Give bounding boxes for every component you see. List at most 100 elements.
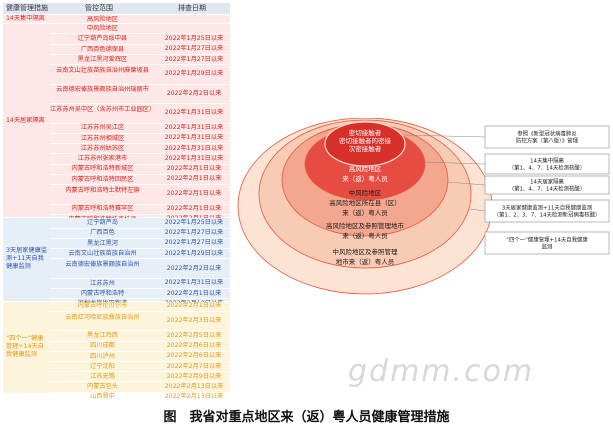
table-row: 四川泸州 2022年2月6日以来: [50, 350, 230, 361]
date-cell: 2022年2月13日以来: [164, 393, 224, 401]
scope-cell: 四川泸州: [90, 352, 115, 360]
scope-cell: 内蒙古包头: [87, 383, 118, 391]
management-rings-diagram: 中风险地区及参照管理地市来（返）粤人员高风险地区及参照管理地市来（返）粤人员中风…: [237, 118, 610, 295]
measure-label: 14天居家隔离: [6, 116, 45, 124]
date-cell: 2022年2月1日以来: [166, 175, 222, 183]
date-cell: 2022年1月31日以来: [164, 134, 224, 142]
date-cell: 2022年2月6日以来: [166, 352, 222, 360]
table-row: 内蒙古呼和浩特土默特左旗 2022年2月1日以来: [50, 184, 230, 203]
date-cell: 2022年2月1日以来: [166, 165, 222, 173]
date-cell: 2022年2月2日以来: [166, 89, 222, 97]
table-row: 江苏苏州吴中区（含苏州市工业园区）2022年1月31日以来: [50, 103, 230, 122]
measure-cell: “四个一”健康管理+14天自我健康监测: [3, 302, 49, 393]
scope-cell: 云南文山壮族苗族自治州麻栗坡县: [56, 66, 149, 74]
ring-label: 密切接触者的密接: [339, 136, 392, 145]
table-row: 江苏苏州吴江区 2022年1月31日以来: [50, 122, 230, 133]
scope-cell: 江苏苏州张家港市: [77, 155, 128, 163]
date-cell: 2022年1月29日以来: [164, 70, 224, 78]
scope-cell: 辽宁葫芦岛绥中县: [77, 35, 128, 43]
note-box: [484, 153, 610, 175]
scope-cell: 广西百色: [90, 229, 115, 237]
note-text: 3天居家健康监测+11天自我健康监测: [502, 204, 592, 212]
date-cell: 2022年1月29日以来: [164, 249, 224, 257]
ring-label: 中风险地区及参照管理: [333, 247, 399, 256]
date-cell: 2022年1月31日以来: [164, 124, 224, 132]
date-cell: 2022年2月6日以来: [166, 342, 222, 350]
measure-label: “四个一”健康管理+14天自我健康监测: [6, 335, 44, 359]
connector-line: [469, 208, 486, 212]
date-cell: 2022年1月25日以来: [164, 35, 224, 43]
ring-1: [324, 121, 406, 167]
note-text: （第1、2、3、7、14天检测新冠病毒核酸）: [494, 211, 601, 219]
date-cell: 2022年2月13日以来: [164, 383, 224, 391]
date-cell: 2022年1月31日以来: [164, 144, 224, 152]
scope-cell: 内蒙古呼和浩特回民区: [71, 175, 134, 183]
scope-cell: 黑龙江黑河爱辉区: [77, 55, 128, 63]
date-cell: 2022年1月31日以来: [164, 279, 224, 287]
watermark: gdmm.com: [348, 354, 535, 389]
measures-table: 健康管理措施 管控范围 排查日期 14天集中隔离高风险地区 14天居家隔离 中风险地…: [3, 3, 230, 400]
date-cell: 2022年2月5日以来: [166, 331, 222, 339]
date-cell: 2022年2月1日以来: [166, 190, 222, 198]
ring-label: 次密接触者: [349, 144, 382, 153]
table-row: 内蒙古呼和浩特回民区 2022年2月1日以来: [50, 173, 230, 184]
ring-label: 高风险地区: [349, 164, 382, 173]
ring-label: 高风险地区及参照管理地市: [326, 221, 405, 230]
measure-cell: 14天居家隔离: [3, 24, 49, 217]
table-row: 辽宁葫芦岛绥中县 2022年1月25日以来: [50, 33, 230, 43]
measure-label: 3天居家健康监测+11天自我健康监测: [6, 247, 48, 271]
scope-cell: 内蒙古呼和浩特土默特左旗: [65, 186, 140, 194]
table-row: 内蒙古呼和浩特新城区 2022年2月1日以来: [50, 163, 230, 174]
scope-cell: 云南红河哈尼族彝族自治州: [65, 313, 140, 321]
scope-cell: 辽宁葫芦岛: [87, 219, 118, 227]
date-cell: 2022年2月9日以来: [166, 372, 222, 380]
scope-cell: 广西百色德保县: [80, 45, 125, 53]
date-cell: 2022年2月1日以来: [166, 205, 222, 213]
table-header: 健康管理措施 管控范围 排查日期: [3, 3, 230, 14]
scope-cell: 内蒙古呼伦贝尔市: [77, 302, 128, 310]
table-row: 云南德宏傣族景颇族自治州瑞丽市 2022年2月2日以来: [50, 83, 230, 103]
note-text: 14天集中隔离: [530, 157, 564, 165]
table-row: 中风险地区: [50, 24, 230, 33]
note-box: [484, 199, 610, 223]
scope-cell: 江苏无锡: [90, 373, 115, 381]
date-cell: 2022年1月27日以来: [164, 229, 224, 237]
scope-cell: 江苏苏州: [90, 279, 115, 287]
connector-line: [446, 181, 486, 186]
ring-label: 来（返）粤人员: [342, 174, 388, 183]
scope-cell: 山西晋中: [90, 393, 115, 401]
date-cell: 2022年1月27日以来: [164, 239, 224, 247]
scope-cell: 云南德宏傣族景颇族自治州瑞丽市: [56, 86, 149, 94]
note-text: 监测: [542, 243, 553, 251]
measure-cell: 3天居家健康监测+11天自我健康监测: [3, 218, 49, 300]
scope-cell: 江苏苏州吴江区: [80, 124, 125, 132]
ring-label: 来（返）粤人员: [342, 231, 388, 240]
connector-line: [423, 161, 486, 165]
measure-label: 14天集中隔离: [6, 15, 45, 23]
note-box: [484, 231, 610, 255]
ring-label: 高风险地区所在县（区）: [329, 198, 401, 207]
date-cell: 2022年1月31日以来: [164, 154, 224, 162]
header-scope: 管控范围: [85, 4, 113, 12]
measure-cell: 14天集中隔离: [3, 15, 49, 23]
connector-line: [403, 134, 486, 138]
scope-cell: 内蒙古呼和浩特新城区: [71, 165, 134, 173]
ring-label: 来（返）粤人员: [342, 208, 388, 217]
table-group: 14天集中隔离高风险地区: [3, 15, 230, 24]
table-row: 广西百色 2022年1月27日以来: [50, 227, 230, 238]
